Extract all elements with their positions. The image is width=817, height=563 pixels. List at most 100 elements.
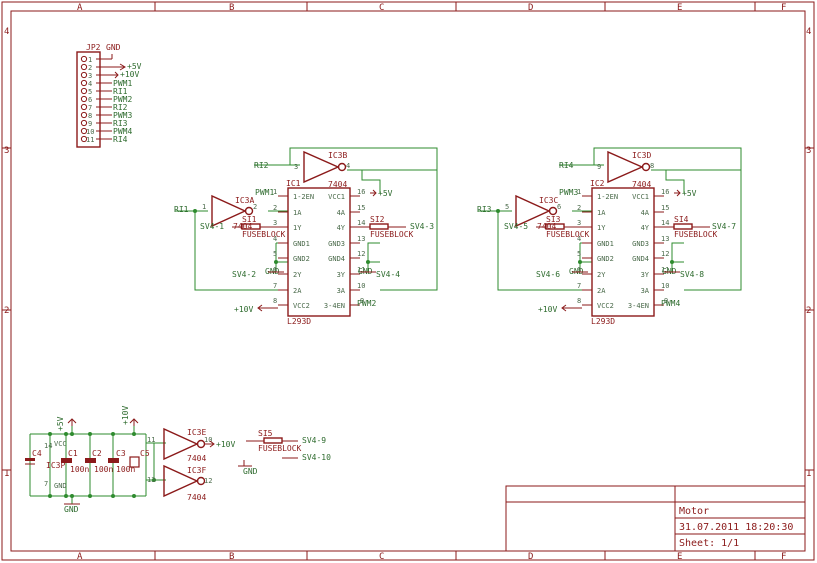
spare-inverter-1: IC3E 7404 11 10 [147, 427, 212, 463]
right-driver-pin-names-left: 1-2EN 1A 1Y GND1 GND2 2Y 2A VCC2 [597, 193, 618, 310]
right-net-5v: +5V [682, 189, 697, 198]
left-pin-num-10: 10 [357, 282, 365, 290]
left-pin-name-l7: 2A [293, 287, 302, 295]
left-inverter-top-bubble [337, 162, 347, 172]
left-pin-name-r11: 3Y [337, 271, 346, 279]
right-out-3: SV4-7 [712, 222, 736, 231]
right-driver-type: L293D [591, 317, 615, 326]
left-pin-num-7: 7 [273, 282, 277, 290]
connector-net-ri4: RI4 [113, 135, 128, 144]
connector-pin-1: 1 [88, 56, 92, 64]
right-driver-pin-numbers: 1 2 3 4 5 6 7 8 16 15 14 13 12 11 10 9 [577, 188, 669, 305]
connector-pin-6: 6 [88, 96, 92, 104]
left-pin-name-r9: 3-4EN [324, 302, 345, 310]
left-pin-num-8: 8 [273, 297, 277, 305]
right-inverter-left-pin-in: 5 [505, 203, 509, 211]
left-pin-name-r12: GND4 [328, 255, 345, 263]
connector-pin-2: 2 [88, 64, 92, 72]
right-net-pwm-top: PWM3 [559, 188, 578, 197]
right-out-4: SV4-8 [680, 270, 704, 279]
right-fuse-1-ref: SI3 [546, 215, 561, 224]
left-pin-num-14: 14 [357, 219, 365, 227]
left-net-ri-top: RI2 [254, 161, 269, 170]
col-label-top-a: A [77, 3, 83, 13]
left-driver-pin-numbers: 1 2 3 4 5 6 7 8 16 15 14 13 12 11 10 9 [273, 188, 365, 305]
right-out-2: SV4-6 [536, 270, 560, 279]
right-pin-num-5: 5 [577, 250, 581, 258]
col-label-bottom-d: D [528, 552, 533, 562]
left-net-pwm-top: PWM1 [255, 188, 274, 197]
power-cap-c5: C5 [129, 449, 150, 468]
connector-pin-5: 5 [88, 88, 92, 96]
row-label-right-3: 3 [806, 146, 811, 156]
left-inverter-left-body [211, 194, 247, 228]
left-pin-num-2: 2 [273, 204, 277, 212]
col-label-top-c: C [379, 3, 384, 13]
right-arrow-10v [561, 304, 582, 312]
right-pin-name-l2: 1A [597, 209, 606, 217]
spare-10v-label: +10V [216, 440, 235, 449]
connector-net-pwm2: PWM2 [113, 95, 132, 104]
power-ic-gnd-name: GND [54, 482, 67, 490]
right-fuse-1-type: FUSEBLOCK [546, 230, 590, 239]
left-pin-name-l4: GND1 [293, 240, 310, 248]
power-10v-label: +10V [121, 406, 130, 425]
row-label-left-4: 4 [4, 27, 9, 37]
connector-pin-10: 10 [86, 128, 94, 136]
connector-net-10v: +10V [120, 70, 139, 79]
right-fuse-2-ref: SI4 [674, 215, 689, 224]
connector-net-pwm1: PWM1 [113, 79, 132, 88]
left-pin-num-16: 16 [357, 188, 365, 196]
motor-driver-left: IC3B 7404 3 4 RI2 IC3A 7404 1 2 RI1 IC1 … [174, 147, 438, 326]
left-pin-num-15: 15 [357, 204, 365, 212]
left-pin-num-11: 11 [357, 266, 365, 274]
spare-fuse-ref: SI5 [258, 429, 273, 438]
spare-out-2: SV4-10 [302, 453, 331, 462]
left-inverter-top: IC3B 7404 3 4 [294, 150, 350, 189]
col-label-top-b: B [229, 3, 234, 13]
spare-inverter-1-ref: IC3E [187, 428, 206, 437]
spare-inverter-2-pin-out: 12 [204, 477, 212, 485]
power-10v-arrow [129, 418, 139, 426]
connector-pin-9: 9 [88, 120, 92, 128]
col-label-bottom-e: E [677, 552, 682, 562]
right-pin-name-l5: GND2 [597, 255, 614, 263]
spare-inverter-2-body [163, 464, 199, 498]
left-pin-num-4: 4 [273, 235, 277, 243]
spare-inverter-1-body [163, 427, 199, 461]
left-block-wires [175, 147, 438, 291]
power-cap-c5-ref: C5 [140, 449, 150, 458]
right-pin-num-12: 12 [661, 250, 669, 258]
power-cap-c3: C3 100n [108, 449, 135, 474]
row-label-left-2: 2 [4, 306, 9, 316]
right-out-1: SV4-5 [504, 222, 528, 231]
spare-junction [152, 478, 156, 482]
right-inverter-top: IC3D 7404 9 8 [597, 150, 654, 189]
left-pin-num-12: 12 [357, 250, 365, 258]
right-pin-name-r10: 3A [641, 287, 650, 295]
right-pin-num-8: 8 [577, 297, 581, 305]
left-fuse-1: SI1 FUSEBLOCK [232, 215, 286, 239]
connector-net-ri3: RI3 [113, 119, 128, 128]
left-fuse-2: SI2 FUSEBLOCK [360, 215, 414, 239]
right-pin-name-l8: VCC2 [597, 302, 614, 310]
right-inverter-top-pin-in: 9 [597, 163, 601, 171]
frame-row-labels: 4 3 2 1 4 3 2 1 [4, 27, 811, 479]
left-driver-pin-names-right: VCC1 4A 4Y GND3 GND4 3Y 3A 3-4EN [324, 193, 346, 310]
motor-driver-right: IC3D 7404 9 8 RI4 IC3C 7404 5 6 RI3 IC2 … [477, 147, 742, 326]
right-inverter-top-pin-out: 8 [650, 162, 654, 170]
left-pin-name-r14: 4Y [337, 224, 346, 232]
connector-net-pwm4: PWM4 [113, 127, 132, 136]
right-driver-body [591, 187, 655, 317]
right-pin-name-r9: 3-4EN [628, 302, 649, 310]
left-fuse-2-body [369, 223, 389, 230]
left-inverter-left-type: 7404 [233, 222, 252, 231]
right-inverter-left: IC3C 7404 5 6 [505, 194, 561, 231]
right-inverter-left-pin-out: 6 [557, 203, 561, 211]
right-inverter-top-ref: IC3D [632, 151, 651, 160]
left-pin-name-l1: 1-2EN [293, 193, 314, 201]
left-pin-num-3: 3 [273, 219, 277, 227]
connector-jp2: JP2 GND 1 2 3 4 5 6 7 8 9 [76, 43, 142, 148]
spare-inverters: IC3E 7404 11 10 IC3F 7404 13 12 +10V GND… [146, 427, 331, 502]
